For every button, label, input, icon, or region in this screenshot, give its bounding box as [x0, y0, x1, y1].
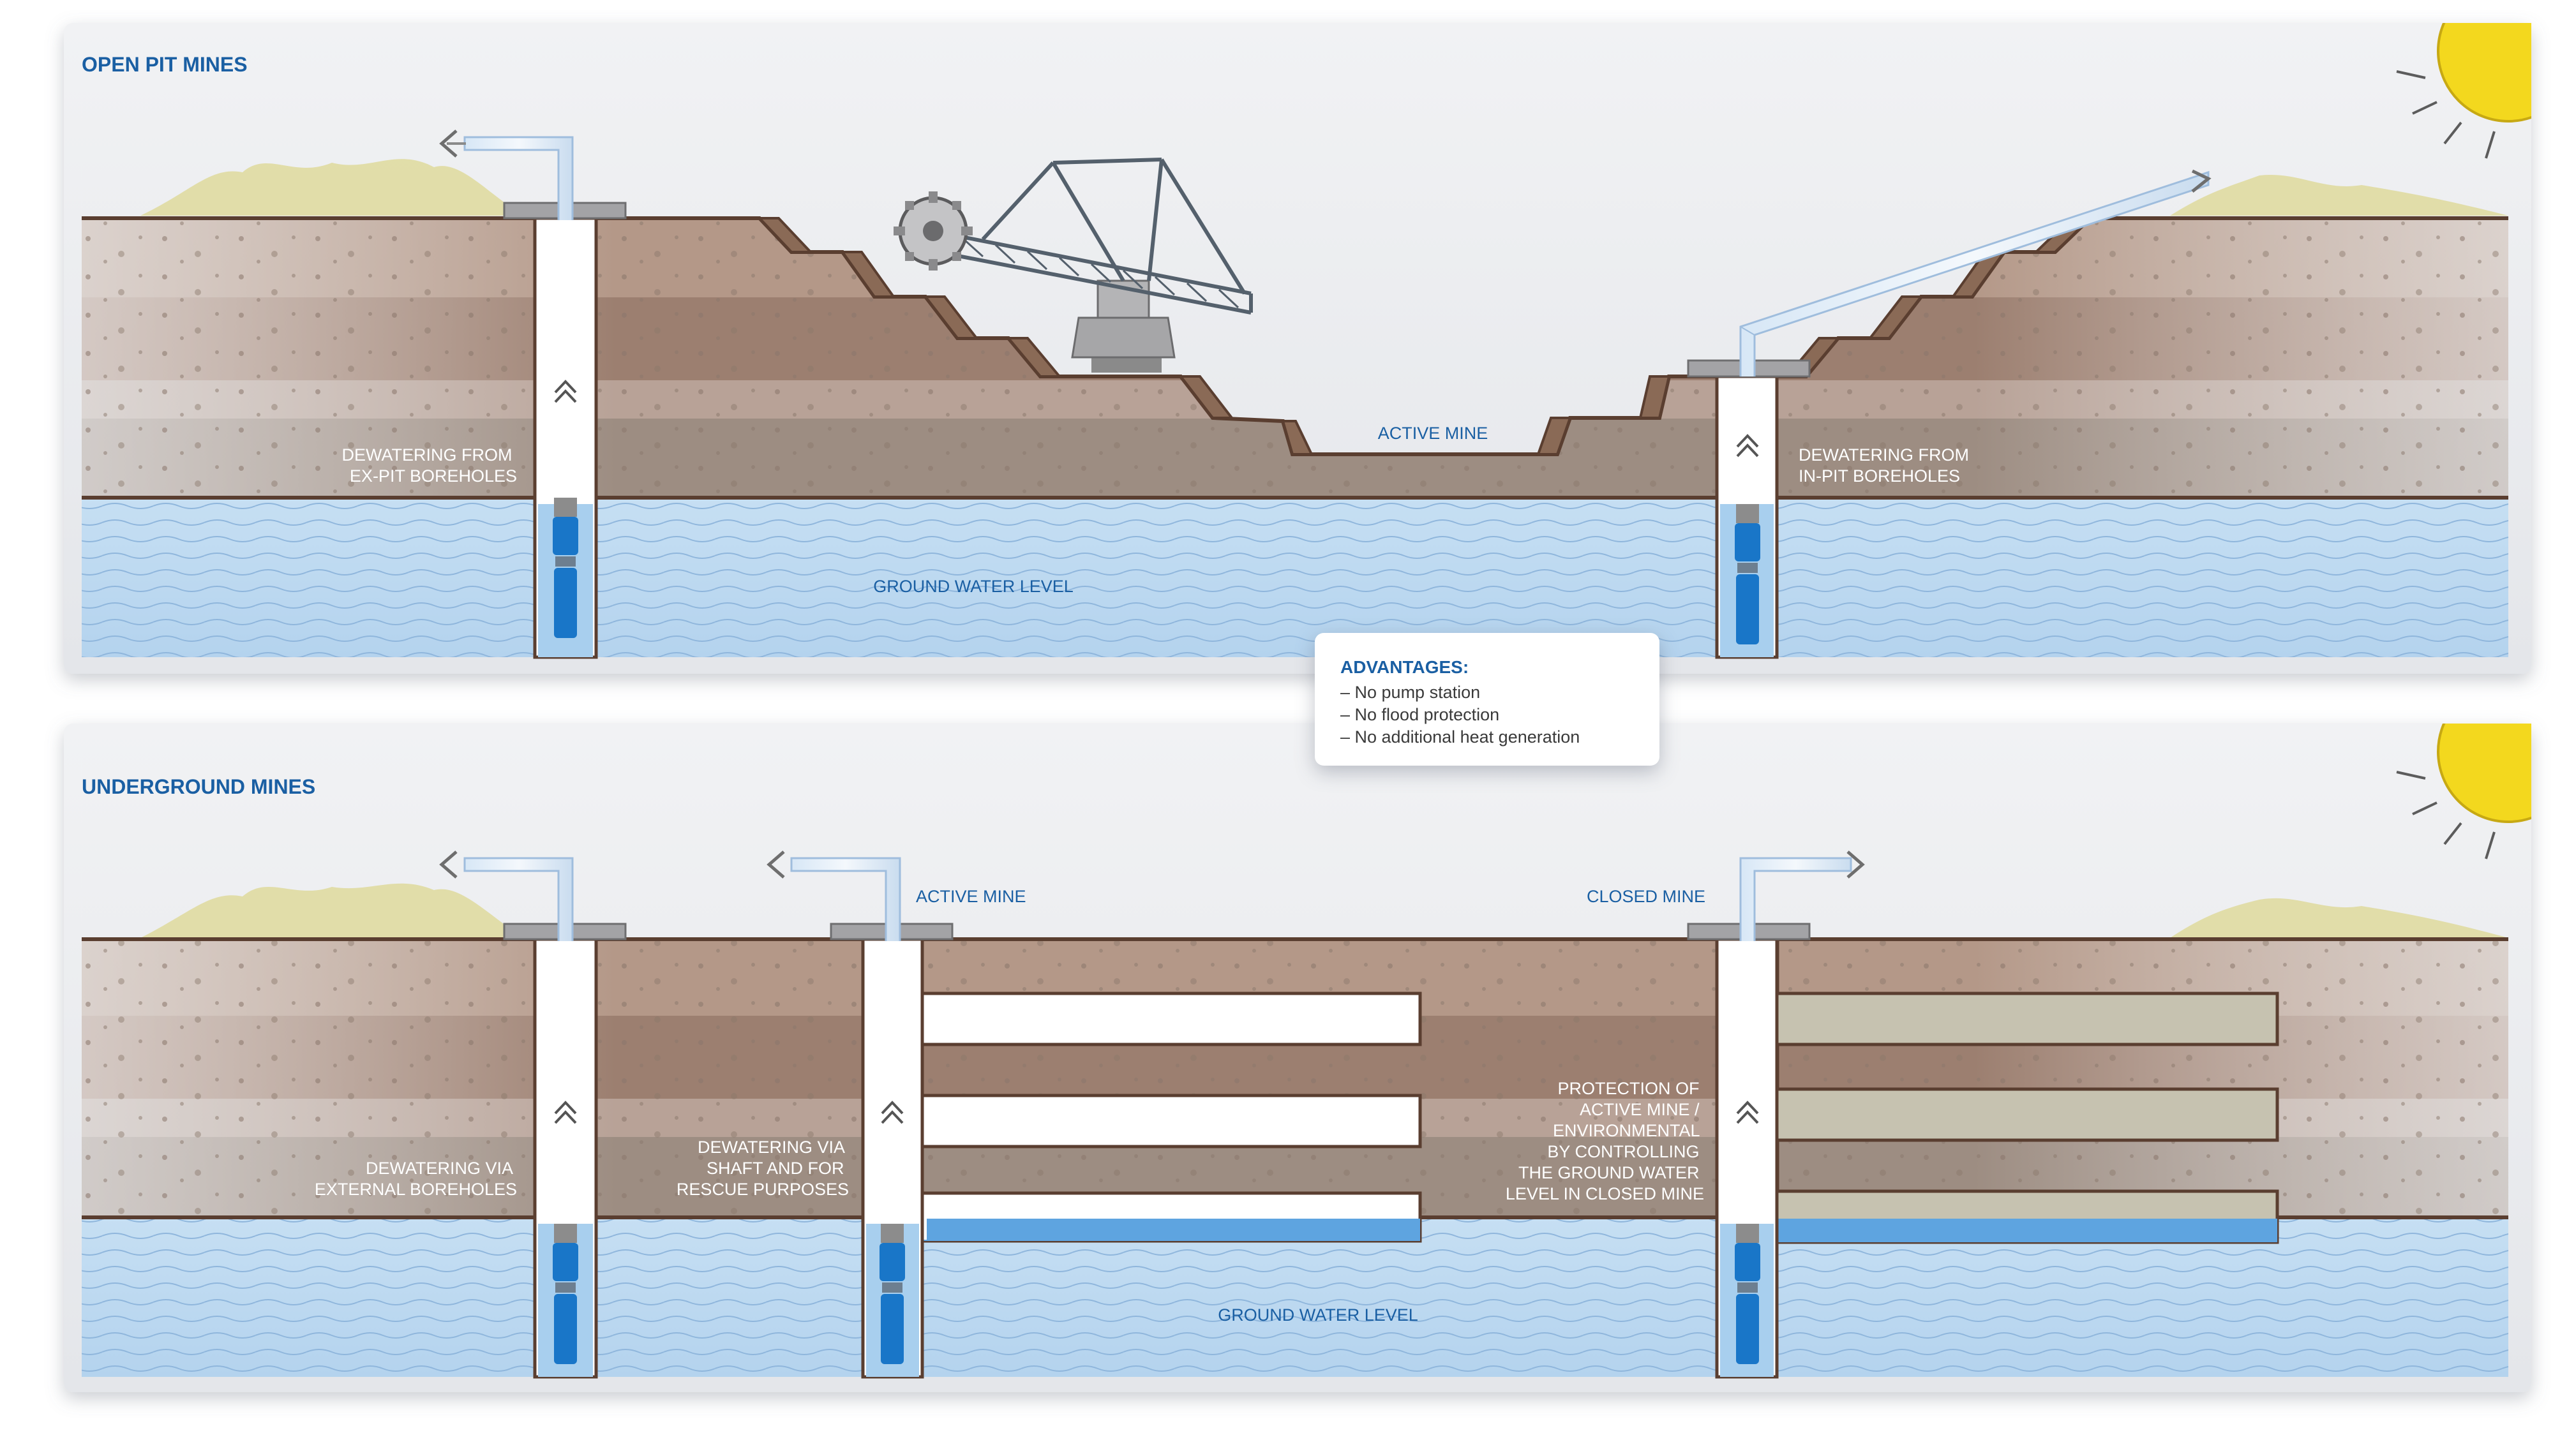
water-waves	[82, 498, 2508, 657]
advantage-item: – No additional heat generation	[1340, 727, 1580, 747]
advantage-item: – No flood protection	[1340, 705, 1500, 724]
grass-right-2	[2170, 898, 2508, 938]
protection-label: PROTECTION OF ACTIVE MINE / ENVIRONMENTA…	[1506, 1079, 1704, 1203]
ground-water-label: GROUND WATER LEVEL	[873, 577, 1074, 596]
active-mine-galleries	[919, 992, 1422, 1243]
soil-layers-2	[82, 937, 2508, 1217]
underground-panel: UNDERGROUND MINES ACTIVE MINE CLOSED MIN…	[64, 724, 2531, 1392]
closed-mine-label: CLOSED MINE	[1587, 887, 1705, 906]
pump-icon	[1735, 504, 1760, 644]
outflow-arrow-icon	[439, 130, 458, 158]
in-pit-label: DEWATERING FROM IN-PIT BOREHOLES	[1799, 445, 1974, 486]
advantages-title: ADVANTAGES:	[1340, 657, 1469, 677]
pump-icon	[553, 498, 578, 638]
closed-mine-shaft	[1687, 851, 1865, 1379]
ground-water-label-2: GROUND WATER LEVEL	[1218, 1305, 1418, 1325]
advantages-box: ADVANTAGES: – No pump station – No flood…	[1315, 633, 1659, 766]
in-pit-borehole	[1687, 169, 2212, 659]
ex-pit-label: DEWATERING FROM EX-PIT BOREHOLES	[342, 445, 518, 486]
grass-right	[2170, 174, 2508, 216]
external-borehole	[439, 851, 627, 1379]
water-waves-2	[82, 1217, 2508, 1377]
grass-left-2	[140, 883, 523, 938]
open-pit-panel: OPEN PIT MINES DEWATERING FROM EX-PIT BO…	[64, 23, 2531, 674]
outflow-arrow-icon-right	[2191, 169, 2212, 193]
sun-icon	[2396, 724, 2531, 859]
ex-pit-borehole	[439, 130, 627, 659]
active-mine-label-2: ACTIVE MINE	[916, 887, 1026, 906]
pump-icon	[1735, 1224, 1760, 1364]
advantage-item: – No pump station	[1340, 683, 1481, 702]
active-mine-label: ACTIVE MINE	[1378, 424, 1488, 443]
grass-left	[140, 159, 523, 216]
pump-icon	[553, 1224, 578, 1364]
active-mine-shaft	[767, 851, 954, 1379]
bucket-wheel-excavator-icon	[894, 158, 1253, 373]
external-boreholes-label: DEWATERING VIA EXTERNAL BOREHOLES	[315, 1159, 517, 1199]
pump-icon	[880, 1224, 905, 1364]
underground-title: UNDERGROUND MINES	[82, 775, 315, 798]
shaft-label: DEWATERING VIA SHAFT AND FOR RESCUE PURP…	[677, 1138, 849, 1199]
sun-icon	[2396, 23, 2531, 159]
open-pit-title: OPEN PIT MINES	[82, 53, 248, 76]
